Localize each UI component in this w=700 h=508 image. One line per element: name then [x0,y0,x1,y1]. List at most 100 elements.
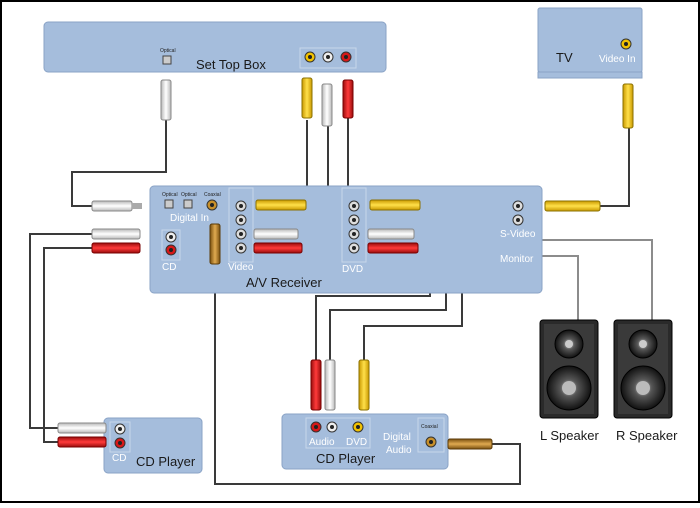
video-white-plug [253,228,299,240]
dvd-player-digital-label: Digital [383,432,411,443]
video-red-plug [253,242,303,254]
dvd-player-l-jack-center [330,425,334,429]
dvd-yellow-plug-receiver [369,199,421,211]
receiver-dvd-jack-2-center [352,218,356,222]
left-speaker-woofer-cap [562,381,576,395]
cd-player-red-plug [57,436,107,448]
receiver-dvd-jack-1-center [352,204,356,208]
left-speaker-title: L Speaker [540,428,599,443]
stb-optical-label: Optical [160,48,176,54]
receiver-svideo-label: S-Video [500,229,536,240]
right-speaker: R Speaker [613,319,678,443]
dvd-player-yellow-plug [358,359,370,411]
stb-audio-r-jack-center [344,55,348,59]
cd-player-rca-panel [109,421,131,453]
set-top-box: Optical Set Top Box [43,21,387,73]
receiver-body [149,185,543,294]
stb-red-plug [342,79,354,119]
receiver-dvd-jack-4-center [352,246,356,250]
optical-plug-tip [132,203,142,209]
stb-optical-port [162,55,172,65]
receiver-cd-r-jack-center [169,248,173,252]
cd-player-title: CD Player [136,454,196,469]
left-speaker: L Speaker [539,319,599,443]
receiver-svideo-jack-1-center [516,204,520,208]
stb-white-plug [321,83,333,127]
dvd-player-red-plug [310,359,322,411]
receiver-optical-1-port [164,199,174,209]
tv-video-cable [600,128,630,207]
dvd-player-white-plug [324,359,336,411]
receiver-video-jack-3-center [239,232,243,236]
coaxial-cable [214,262,521,485]
dvd-player-coaxial-label: Coaxial [421,424,438,430]
stb-audio-l-jack-center [326,55,330,59]
optical-plug-receiver [91,200,133,212]
receiver-dvd-panel [341,187,367,263]
receiver-coaxial-jack-center [210,203,214,207]
dvd-red-plug-receiver [367,242,419,254]
stb-video-jack-center [308,55,312,59]
receiver-video-panel [228,187,254,263]
av-receiver: Optical Optical Coaxial Digital In CD Vi… [149,185,543,294]
cd-player: CD CD Player [57,417,203,474]
cd-player-r-jack-center [118,441,122,445]
dvd-player-r-jack-center [314,425,318,429]
stb-plugs [160,77,354,127]
cd-player-white-plug [57,422,107,434]
receiver-svideo-jack-2-center [516,218,520,222]
tv-video-in-label: Video In [599,54,636,65]
video-yellow-plug [255,199,307,211]
receiver-optical-1-label: Optical [162,192,178,198]
dvd-player-video-jack-center [356,425,360,429]
coax-plug-receiver [209,223,221,265]
receiver-dvd-label: DVD [342,264,363,275]
receiver-cd-label: CD [162,262,176,273]
dvd-player-coax-panel [417,417,445,453]
receiver-cd-l-jack-center [169,235,173,239]
receiver-optical-2-port [183,199,193,209]
receiver-dvd-jack-3-center [352,232,356,236]
receiver-title: A/V Receiver [246,275,323,290]
svideo-yellow-plug [544,200,601,212]
right-speaker-woofer-cap [636,381,650,395]
stb-title: Set Top Box [196,57,266,72]
dvd-player-coax-plug [447,438,493,450]
cd-white-plug-receiver [91,228,141,240]
left-speaker-tweeter-cap [565,340,573,348]
receiver-optical-2-label: Optical [181,192,197,198]
dvd-player-title: CD Player [316,451,376,466]
stb-yellow-plug [301,77,313,119]
receiver-coaxial-label: Coaxial [204,192,221,198]
dvd-white-plug-receiver [367,228,415,240]
cd-red-plug-receiver [91,242,141,254]
receiver-plugs [91,199,601,265]
dvd-player-rca-panel [305,417,371,449]
receiver-monitor-label: Monitor [500,254,534,265]
tv: TV Video In [537,7,643,129]
dvd-player-coax-jack-center [429,440,433,444]
tv-title: TV [556,50,573,65]
tv-video-jack-center [624,42,628,46]
tv-base [537,71,643,79]
receiver-video-label: Video [228,262,254,273]
right-speaker-tweeter-cap [639,340,647,348]
left-speaker-wire [540,255,579,320]
receiver-video-jack-2-center [239,218,243,222]
receiver-video-jack-4-center [239,246,243,250]
stb-rca-panel [299,47,357,69]
dvd-player-dvd-label: DVD [346,437,367,448]
cd-player-cd-label: CD [112,453,126,464]
right-speaker-title: R Speaker [616,428,678,443]
receiver-digital-in-label: Digital In [170,213,209,224]
dvd-player-audio-label: Audio [309,437,335,448]
optical-cable [71,120,167,207]
dvd-player: Audio DVD Digital Audio Coaxial CD Playe… [281,359,493,470]
cd-player-l-jack-center [118,427,122,431]
right-speaker-wire [540,239,653,320]
receiver-video-jack-1-center [239,204,243,208]
stb-optical-plug [160,79,172,121]
dvd-player-audio2-label: Audio [386,445,412,456]
